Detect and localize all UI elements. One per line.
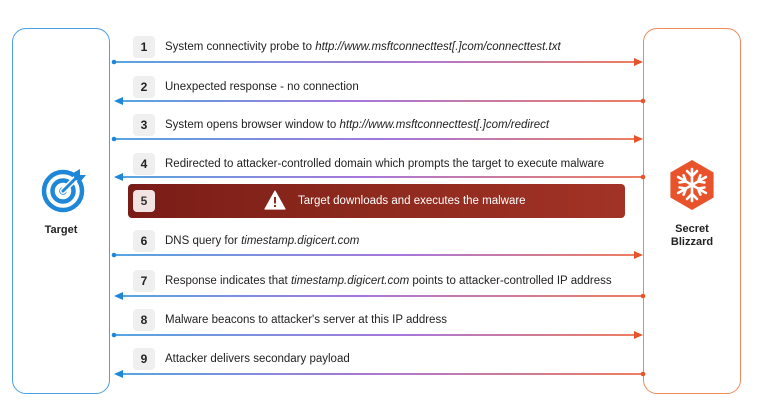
- step-number-badge: 1: [133, 36, 155, 58]
- step-text: Attacker delivers secondary payload: [165, 353, 350, 365]
- malware-execution-alert: [128, 184, 625, 218]
- step-text: Response indicates that timestamp.digice…: [165, 275, 612, 287]
- secret-blizzard-panel: [643, 28, 741, 394]
- step-url: http://www.msftconnecttest[.]com/connect…: [315, 41, 561, 53]
- arrow-step-6: [111, 251, 643, 259]
- step-url: http://www.msftconnecttest[.]com/redirec…: [339, 119, 550, 131]
- arrow-step-7: [114, 292, 646, 300]
- snowflake-icon: [670, 160, 714, 210]
- arrow-step-3: [111, 135, 643, 143]
- step-number-badge: 6: [133, 230, 155, 252]
- step-number-badge: 4: [133, 153, 155, 175]
- step-number-badge: 7: [133, 270, 155, 292]
- warning-icon: [264, 190, 286, 210]
- arrow-step-1: [111, 58, 643, 66]
- step-number-badge: 8: [133, 309, 155, 331]
- step-number-badge: 5: [133, 190, 155, 212]
- step-text: System connectivity probe to http://www.…: [165, 41, 561, 53]
- step-text: Redirected to attacker-controlled domain…: [165, 158, 605, 170]
- alert-text: Target downloads and executes the malwar…: [298, 195, 526, 207]
- arrow-step-9: [114, 370, 646, 378]
- step-text: Malware beacons to attacker's server at …: [165, 314, 447, 326]
- step-number-badge: 3: [133, 114, 155, 136]
- arrow-step-4: [114, 173, 646, 181]
- step-url: timestamp.digicert.com: [290, 275, 410, 287]
- step-text: Unexpected response - no connection: [165, 81, 359, 93]
- step-number-badge: 9: [133, 348, 155, 370]
- step-number-badge: 2: [133, 76, 155, 98]
- step-text: System opens browser window to http://ww…: [165, 119, 550, 131]
- target-label: Target: [44, 224, 78, 236]
- arrow-step-8: [111, 331, 643, 339]
- arrow-step-2: [114, 97, 646, 105]
- step-text: DNS query for timestamp.digicert.com: [165, 235, 360, 247]
- step-url: timestamp.digicert.com: [241, 235, 360, 247]
- target-icon: [41, 169, 86, 213]
